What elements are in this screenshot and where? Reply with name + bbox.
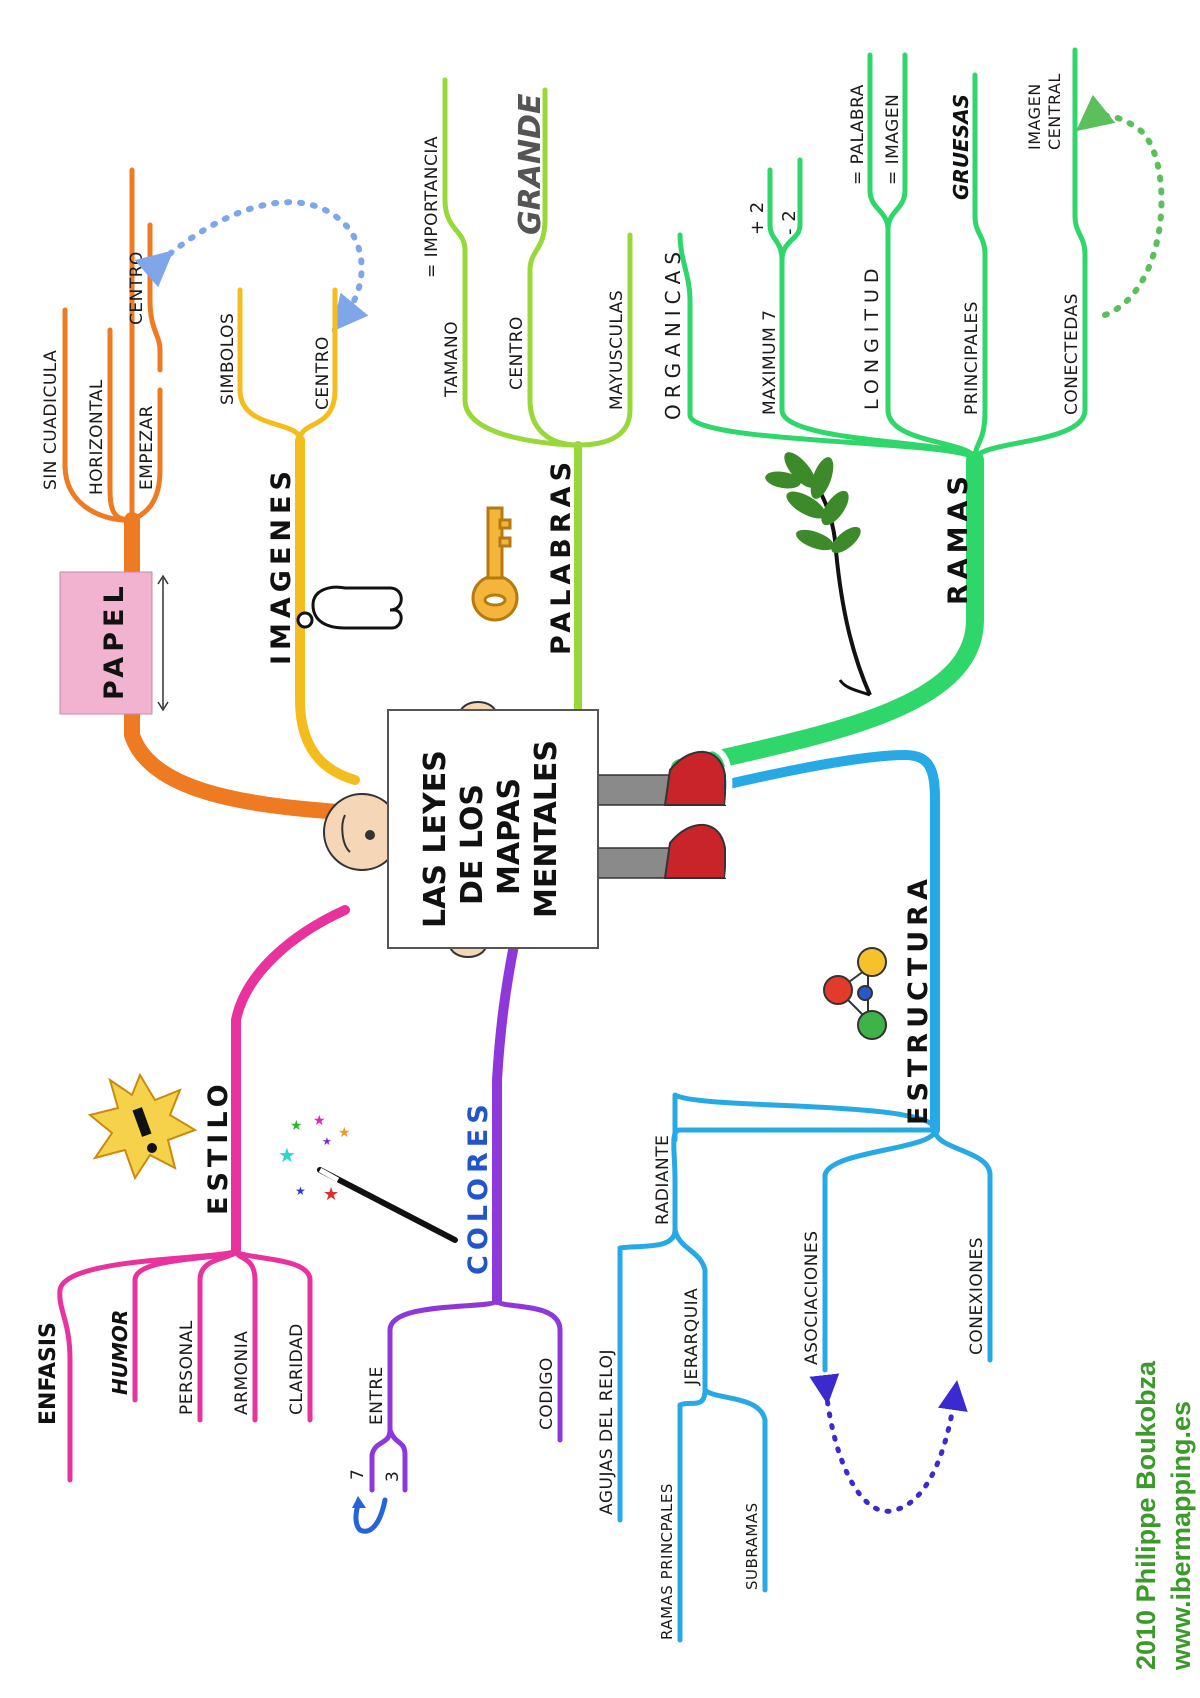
sub-menos-2: - 2 [779,210,800,235]
sub-organicas: ORGANICAS [661,246,685,420]
sub-simbolos: SIMBOLOS [218,313,238,405]
branch-title-estilo: ESTILO [203,1079,234,1215]
ruler-icon [157,574,169,712]
sub-horizontal: HORIZONTAL [87,379,107,495]
branch-estilo [57,905,350,1483]
branch-papel [62,167,348,820]
sub-mayusculas: MAYUSCULAS [607,290,627,410]
sub-imagen: IMAGEN [1025,83,1044,150]
sub-eq-palabra: = PALABRA [848,84,868,185]
sub-radiante: RADIANTE [653,1135,673,1225]
branch-imagenes [237,287,360,785]
sub-gruesas: GRUESAS [949,94,973,200]
sub-principales: PRINCIPALES [962,301,982,415]
sub-longitud: LONGITUD [861,262,883,410]
ramas-arrow [1075,94,1165,318]
svg-text:★: ★ [323,1184,339,1205]
center-title-line-3: MAPAS [492,778,527,895]
sub-asociaciones: ASOCIACIONES [802,1230,822,1365]
sub-tres: 3 [383,1471,403,1482]
molecule-icon [823,947,887,1040]
pointing-hand-icon [296,585,403,630]
sub-grande: GRANDE [513,93,548,235]
branch-title-estructura: ESTRUCTURA [903,874,934,1125]
plant-icon [765,452,872,697]
sub-maximum-7: MAXIMUM 7 [760,310,780,415]
svg-text:★: ★ [322,1135,332,1148]
sub-jerarquia: JERARQUIA [682,1288,702,1386]
sub-empezar: EMPEZAR [137,405,157,490]
sub-armonia: ARMONIA [232,1331,252,1415]
sub-codigo: CODIGO [537,1357,557,1430]
branch-palabras [442,77,633,724]
sub-claridad: CLARIDAD [287,1323,307,1415]
branch-colores [369,935,563,1493]
sub-eq-imagen: = IMAGEN [883,94,903,185]
center-title-line-4: MENTALES [529,740,564,918]
svg-text:★: ★ [338,1125,351,1141]
sub-entre: ENTRE [367,1366,387,1425]
sub-enfasis: ENFASIS [36,1322,61,1425]
sub-personal: PERSONAL [177,1320,197,1415]
sub-centro-imagenes: CENTRO [313,336,333,410]
curved-arrow-head [352,1496,366,1508]
sub-conexiones: CONEXIONES [967,1237,987,1355]
sub-importancia: = IMPORTANCIA [422,136,442,278]
curved-arrow-icon [353,1497,388,1534]
sub-mas-2: + 2 [747,201,768,235]
svg-text:★: ★ [278,1143,296,1167]
svg-text:★: ★ [313,1113,326,1129]
svg-text:★: ★ [290,1118,303,1134]
center-title-line-1: LAS LEYES [418,750,453,928]
center-title: LAS LEYES DE LOS MAPAS MENTALES [418,740,564,928]
credit-line-1: 2010 Philippe Boukobza [1131,1360,1161,1670]
sub-sin-cuadicula: SIN CUADICULA [41,350,61,490]
magic-wand-icon: ★ ★ ★ ★ ★ ★ ★ [278,1113,458,1243]
branch-ramas [671,47,1088,777]
sub-centro-palabras: CENTRO [507,316,527,390]
sub-siete: 7 [348,1469,368,1480]
sub-ramas-principales: RAMAS PRINCPALES [658,1483,676,1640]
exclamation-burst-icon [87,1072,198,1181]
branch-title-papel: PAPEL [99,581,130,700]
sub-subramas: SUBRAMAS [743,1502,761,1590]
branch-title-colores: COLORES [463,1099,494,1275]
branch-title-palabras: PALABRAS [546,457,577,655]
papel-arrow [134,199,369,332]
sub-agujas-del-reloj: AGUJAS DEL RELOJ [597,1349,617,1515]
sub-central: CENTRAL [1045,73,1064,150]
center-title-line-2: DE LOS [455,784,490,905]
branch-estructura [617,750,993,1643]
credit-line-2: www.ibermapping.es [1166,1401,1196,1671]
branch-title-ramas: RAMAS [943,471,974,605]
papel-box [59,571,153,715]
sub-centro-papel: CENTRO [127,251,147,325]
sub-tamano: TAMANO [442,321,462,398]
sub-conectedas: CONECTEDAS [1062,293,1082,415]
estructura-arrow [809,1373,968,1514]
center-board [387,709,599,949]
branch-title-imagenes: IMAGENES [266,466,297,665]
key-icon [471,506,519,622]
svg-text:★: ★ [295,1184,306,1198]
sub-humor: HUMOR [108,1310,132,1395]
center-figure [323,701,733,958]
